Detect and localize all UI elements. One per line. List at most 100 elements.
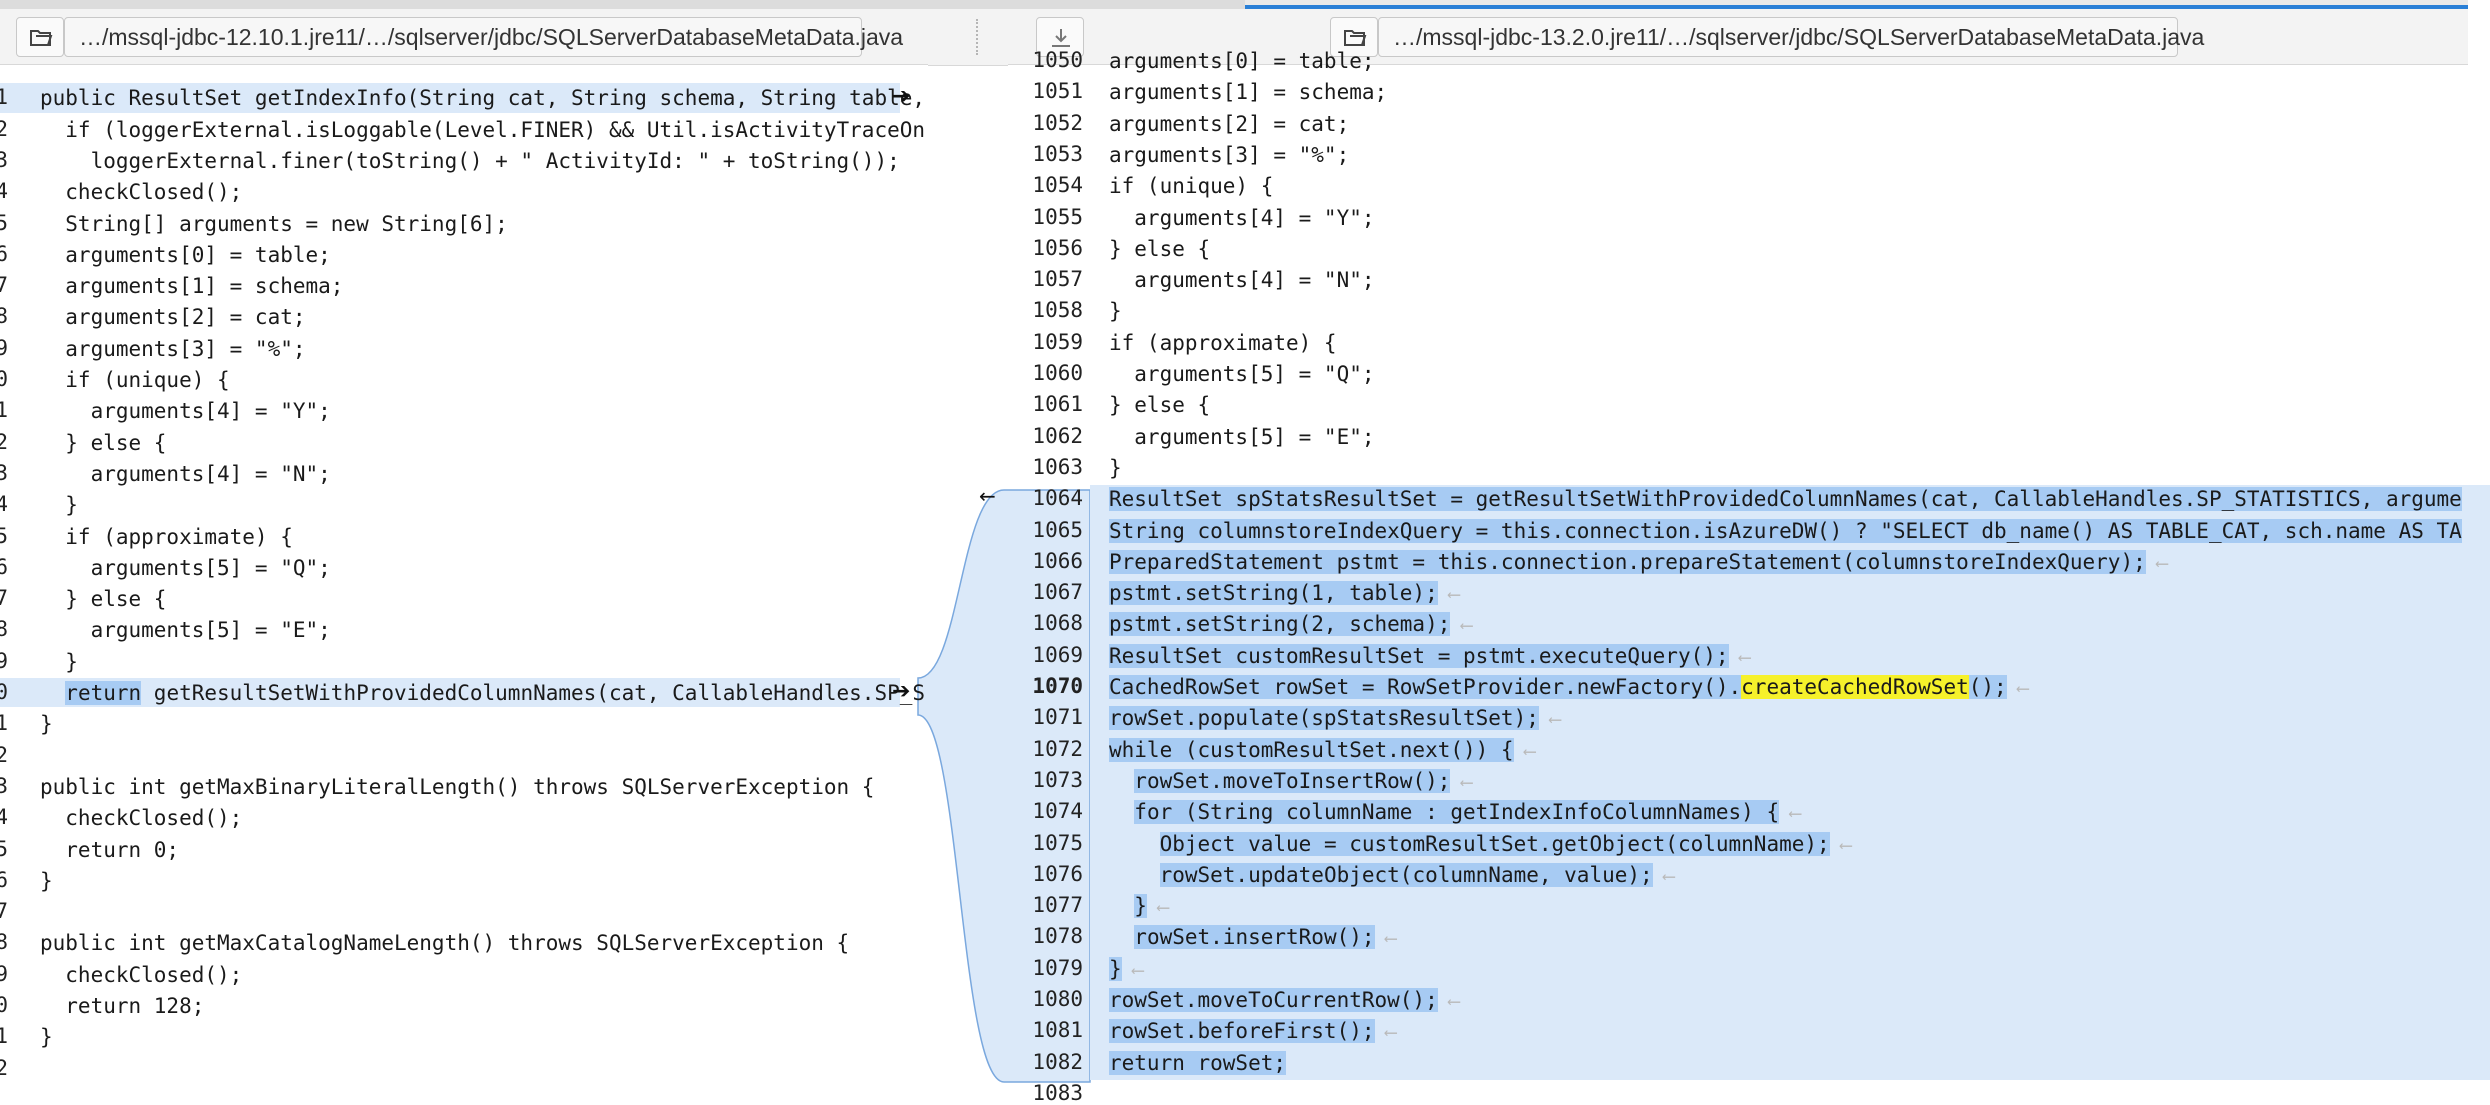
code-line[interactable]: if (approximate) { [40, 524, 293, 549]
line-number: 1 [0, 711, 8, 736]
code-line[interactable]: public int getMaxCatalogNameLength() thr… [40, 931, 850, 956]
arrow-right-icon[interactable]: ➔ [892, 679, 911, 704]
newline-marker-icon: ⟵ [1779, 803, 1801, 825]
newline-marker-icon: ⟵ [1146, 897, 1169, 919]
code-line[interactable]: arguments[3] = "%"; [40, 336, 306, 361]
code-line[interactable]: while (customResultSet.next()) { ⟵ [1109, 735, 1535, 766]
code-line[interactable]: rowSet.moveToInsertRow(); ⟵ [1109, 766, 1472, 797]
code-line[interactable]: arguments[4] = "N"; [40, 461, 331, 486]
code-line[interactable]: } else { [40, 587, 167, 612]
code-line[interactable]: } [40, 649, 78, 674]
tab-strip [0, 0, 2468, 9]
code-line[interactable]: if (approximate) { [1109, 330, 1337, 355]
code-line[interactable]: public ResultSet getIndexInfo(String cat… [40, 86, 926, 111]
line-number: 6 [0, 241, 8, 266]
line-number: 1052 [1032, 110, 1083, 135]
code-line[interactable]: loggerExternal.finer(toString() + " Acti… [40, 148, 900, 173]
code-line[interactable]: arguments[2] = cat; [1109, 111, 1350, 136]
code-line[interactable]: arguments[5] = "E"; [1109, 424, 1375, 449]
code-line[interactable]: arguments[1] = schema; [1109, 80, 1388, 105]
code-line[interactable]: } [40, 493, 78, 518]
selected-text: rowSet.updateObject(columnName, value); [1159, 862, 1653, 887]
line-number: 1055 [1032, 204, 1083, 229]
right-file-path[interactable]: …/mssql-jdbc-13.2.0.jre11/…/sqlserver/jd… [1378, 17, 2204, 57]
code-line[interactable]: return getResultSetWithProvidedColumnNam… [65, 681, 926, 705]
code-line[interactable]: arguments[4] = "Y"; [1109, 205, 1375, 230]
code-line[interactable]: arguments[0] = table; [40, 242, 331, 267]
code-line[interactable]: return rowSet; [1109, 1048, 1287, 1079]
folder-open-icon[interactable] [16, 17, 64, 57]
code-line[interactable]: } else { [40, 430, 167, 455]
code-line[interactable]: String columnstoreIndexQuery = this.conn… [1109, 516, 2462, 547]
newline-marker-icon: ⟵ [1652, 865, 1675, 887]
code-line[interactable]: } [1109, 455, 1122, 480]
code-line[interactable]: } ⟵ [1109, 954, 1143, 985]
newline-marker-icon: ⟵ [1450, 615, 1473, 637]
code-line[interactable]: ResultSet spStatsResultSet = getResultSe… [1109, 484, 2462, 515]
code-line[interactable]: rowSet.beforeFirst(); ⟵ [1109, 1016, 1396, 1047]
code-line[interactable]: rowSet.insertRow(); ⟵ [1109, 922, 1396, 953]
code-line[interactable]: } else { [1109, 236, 1211, 261]
code-line[interactable]: arguments[5] = "Q"; [1109, 362, 1375, 386]
code-line[interactable]: Object value = customResultSet.getObject… [1109, 829, 1851, 860]
line-number: 1064 [1032, 486, 1083, 511]
code-line[interactable]: return 0; [40, 837, 180, 862]
left-file-path[interactable]: …/mssql-jdbc-12.10.1.jre11/…/sqlserver/j… [64, 17, 903, 57]
code-line[interactable]: } [40, 1025, 53, 1050]
code-line[interactable]: if (loggerExternal.isLoggable(Level.FINE… [40, 117, 926, 142]
code-line[interactable]: checkClosed(); [40, 806, 243, 831]
folder-open-icon[interactable] [1330, 17, 1378, 57]
line-number: 1065 [1032, 517, 1083, 542]
left-code-pane[interactable]: 1 public ResultSet getIndexInfo(String ca… [0, 65, 925, 1095]
code-line[interactable]: } [40, 712, 53, 737]
line-number: 1059 [1032, 329, 1083, 354]
code-line[interactable]: } ⟵ [1109, 891, 1169, 922]
code-line[interactable]: rowSet.updateObject(columnName, value); … [1109, 860, 1674, 891]
code-line[interactable]: arguments[0] = table; [1109, 49, 1375, 73]
code-line[interactable]: if (unique) { [1109, 174, 1274, 199]
line-number: 1 [0, 1024, 8, 1049]
code-line[interactable]: arguments[4] = "N"; [1109, 268, 1375, 293]
selected-text: CachedRowSet rowSet = RowSetProvider.new… [1109, 675, 2007, 699]
code-line[interactable]: ResultSet customResultSet = pstmt.execut… [1109, 641, 1750, 672]
code-line[interactable]: if (unique) { [40, 368, 230, 392]
selected-text: String columnstoreIndexQuery = this.conn… [1109, 518, 2462, 543]
code-line[interactable]: String[] arguments = new String[6]; [40, 211, 508, 236]
code-line[interactable]: } [1109, 299, 1122, 324]
code-line[interactable]: CachedRowSet rowSet = RowSetProvider.new… [1109, 672, 2028, 703]
code-line[interactable]: pstmt.setString(1, table); ⟵ [1109, 578, 1459, 609]
code-line[interactable]: arguments[5] = "Q"; [40, 555, 331, 580]
line-number: 1 [0, 398, 8, 423]
code-line[interactable]: rowSet.populate(spStatsResultSet); ⟵ [1109, 703, 1561, 734]
code-line[interactable]: checkClosed(); [40, 180, 243, 205]
code-line[interactable]: pstmt.setString(2, schema); ⟵ [1109, 609, 1472, 640]
code-line[interactable]: arguments[5] = "E"; [40, 618, 331, 643]
code-line[interactable]: for (String columnName : getIndexInfoCol… [1109, 797, 1801, 828]
code-line[interactable]: } else { [1109, 393, 1211, 418]
left-path-bar: …/mssql-jdbc-12.10.1.jre11/…/sqlserver/j… [0, 9, 1228, 65]
arrow-left-icon[interactable]: ← [979, 484, 996, 509]
code-line[interactable]: arguments[2] = cat; [40, 305, 306, 330]
code-line[interactable]: return 128; [40, 994, 205, 1018]
line-number: 1063 [1032, 454, 1083, 479]
active-tab-indicator[interactable] [1245, 0, 2468, 9]
code-line[interactable]: checkClosed(); [40, 962, 243, 987]
line-number: 1057 [1032, 267, 1083, 292]
code-line[interactable]: arguments[1] = schema; [40, 274, 344, 299]
arrow-right-icon[interactable]: ➔ [892, 84, 911, 110]
download-icon[interactable] [1036, 17, 1084, 57]
line-number: 7 [0, 899, 8, 924]
splitter[interactable] [928, 9, 1008, 66]
line-number: 3 [0, 460, 8, 485]
newline-marker-icon: ⟵ [1437, 991, 1460, 1012]
line-number: 6 [0, 867, 8, 892]
code-line[interactable]: rowSet.moveToCurrentRow(); ⟵ [1109, 985, 1459, 1016]
code-line[interactable]: arguments[3] = "%"; [1109, 142, 1350, 167]
code-line[interactable]: arguments[4] = "Y"; [40, 399, 331, 424]
code-line[interactable]: PreparedStatement pstmt = this.connectio… [1109, 547, 2167, 578]
code-line[interactable]: public int getMaxBinaryLiteralLength() t… [40, 774, 875, 799]
selected-text: ResultSet customResultSet = pstmt.execut… [1109, 643, 1729, 668]
line-number: 1073 [1032, 767, 1083, 792]
code-line[interactable]: } [40, 868, 53, 893]
